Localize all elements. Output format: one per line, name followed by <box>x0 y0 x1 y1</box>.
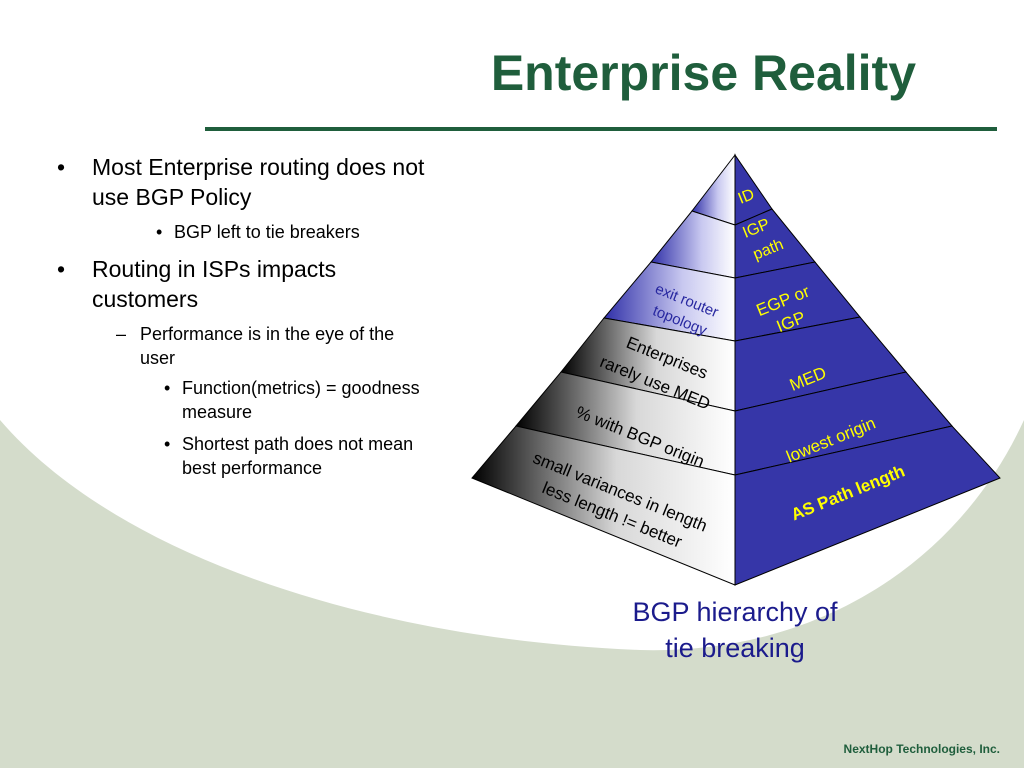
title-underline <box>205 127 997 131</box>
slide-title: Enterprise Reality <box>490 45 916 101</box>
bullet-marker: – <box>116 324 127 344</box>
bullet-text: Most Enterprise routing does not use BGP… <box>92 154 425 210</box>
bullet-marker: • <box>164 378 171 398</box>
bullet-1: • Most Enterprise routing does not use B… <box>52 152 432 212</box>
bullet-2-sub-1-sub-1: • Function(metrics) = goodness measure <box>52 376 432 424</box>
bullet-text: Shortest path does not mean best perform… <box>182 434 414 478</box>
bullet-2-sub-1: – Performance is in the eye of the user <box>52 322 432 370</box>
caption-line-2: tie breaking <box>665 633 805 663</box>
bullet-2: • Routing in ISPs impacts customers <box>52 254 432 314</box>
bullet-text: Function(metrics) = goodness measure <box>182 378 420 422</box>
left-band-small-variances <box>471 425 736 586</box>
bullet-text: BGP left to tie breakers <box>174 222 360 242</box>
background-curve <box>0 420 1024 768</box>
footer-company: NextHop Technologies, Inc. <box>843 742 1000 756</box>
bullet-marker: • <box>57 256 66 282</box>
bullet-marker: • <box>164 434 171 454</box>
caption-line-1: BGP hierarchy of <box>632 597 838 627</box>
bullet-1-sub-1: • BGP left to tie breakers <box>52 220 432 244</box>
bullet-2-sub-1-sub-2: • Shortest path does not mean best perfo… <box>52 432 432 480</box>
bullet-marker: • <box>156 222 163 242</box>
bullet-marker: • <box>57 154 66 180</box>
bullet-list: • Most Enterprise routing does not use B… <box>52 152 432 488</box>
bullet-text: Routing in ISPs impacts customers <box>92 256 337 312</box>
bullet-text: Performance is in the eye of the user <box>140 324 395 368</box>
pyramid-caption: BGP hierarchy of tie breaking <box>585 594 885 666</box>
label-id: ID <box>736 186 757 208</box>
